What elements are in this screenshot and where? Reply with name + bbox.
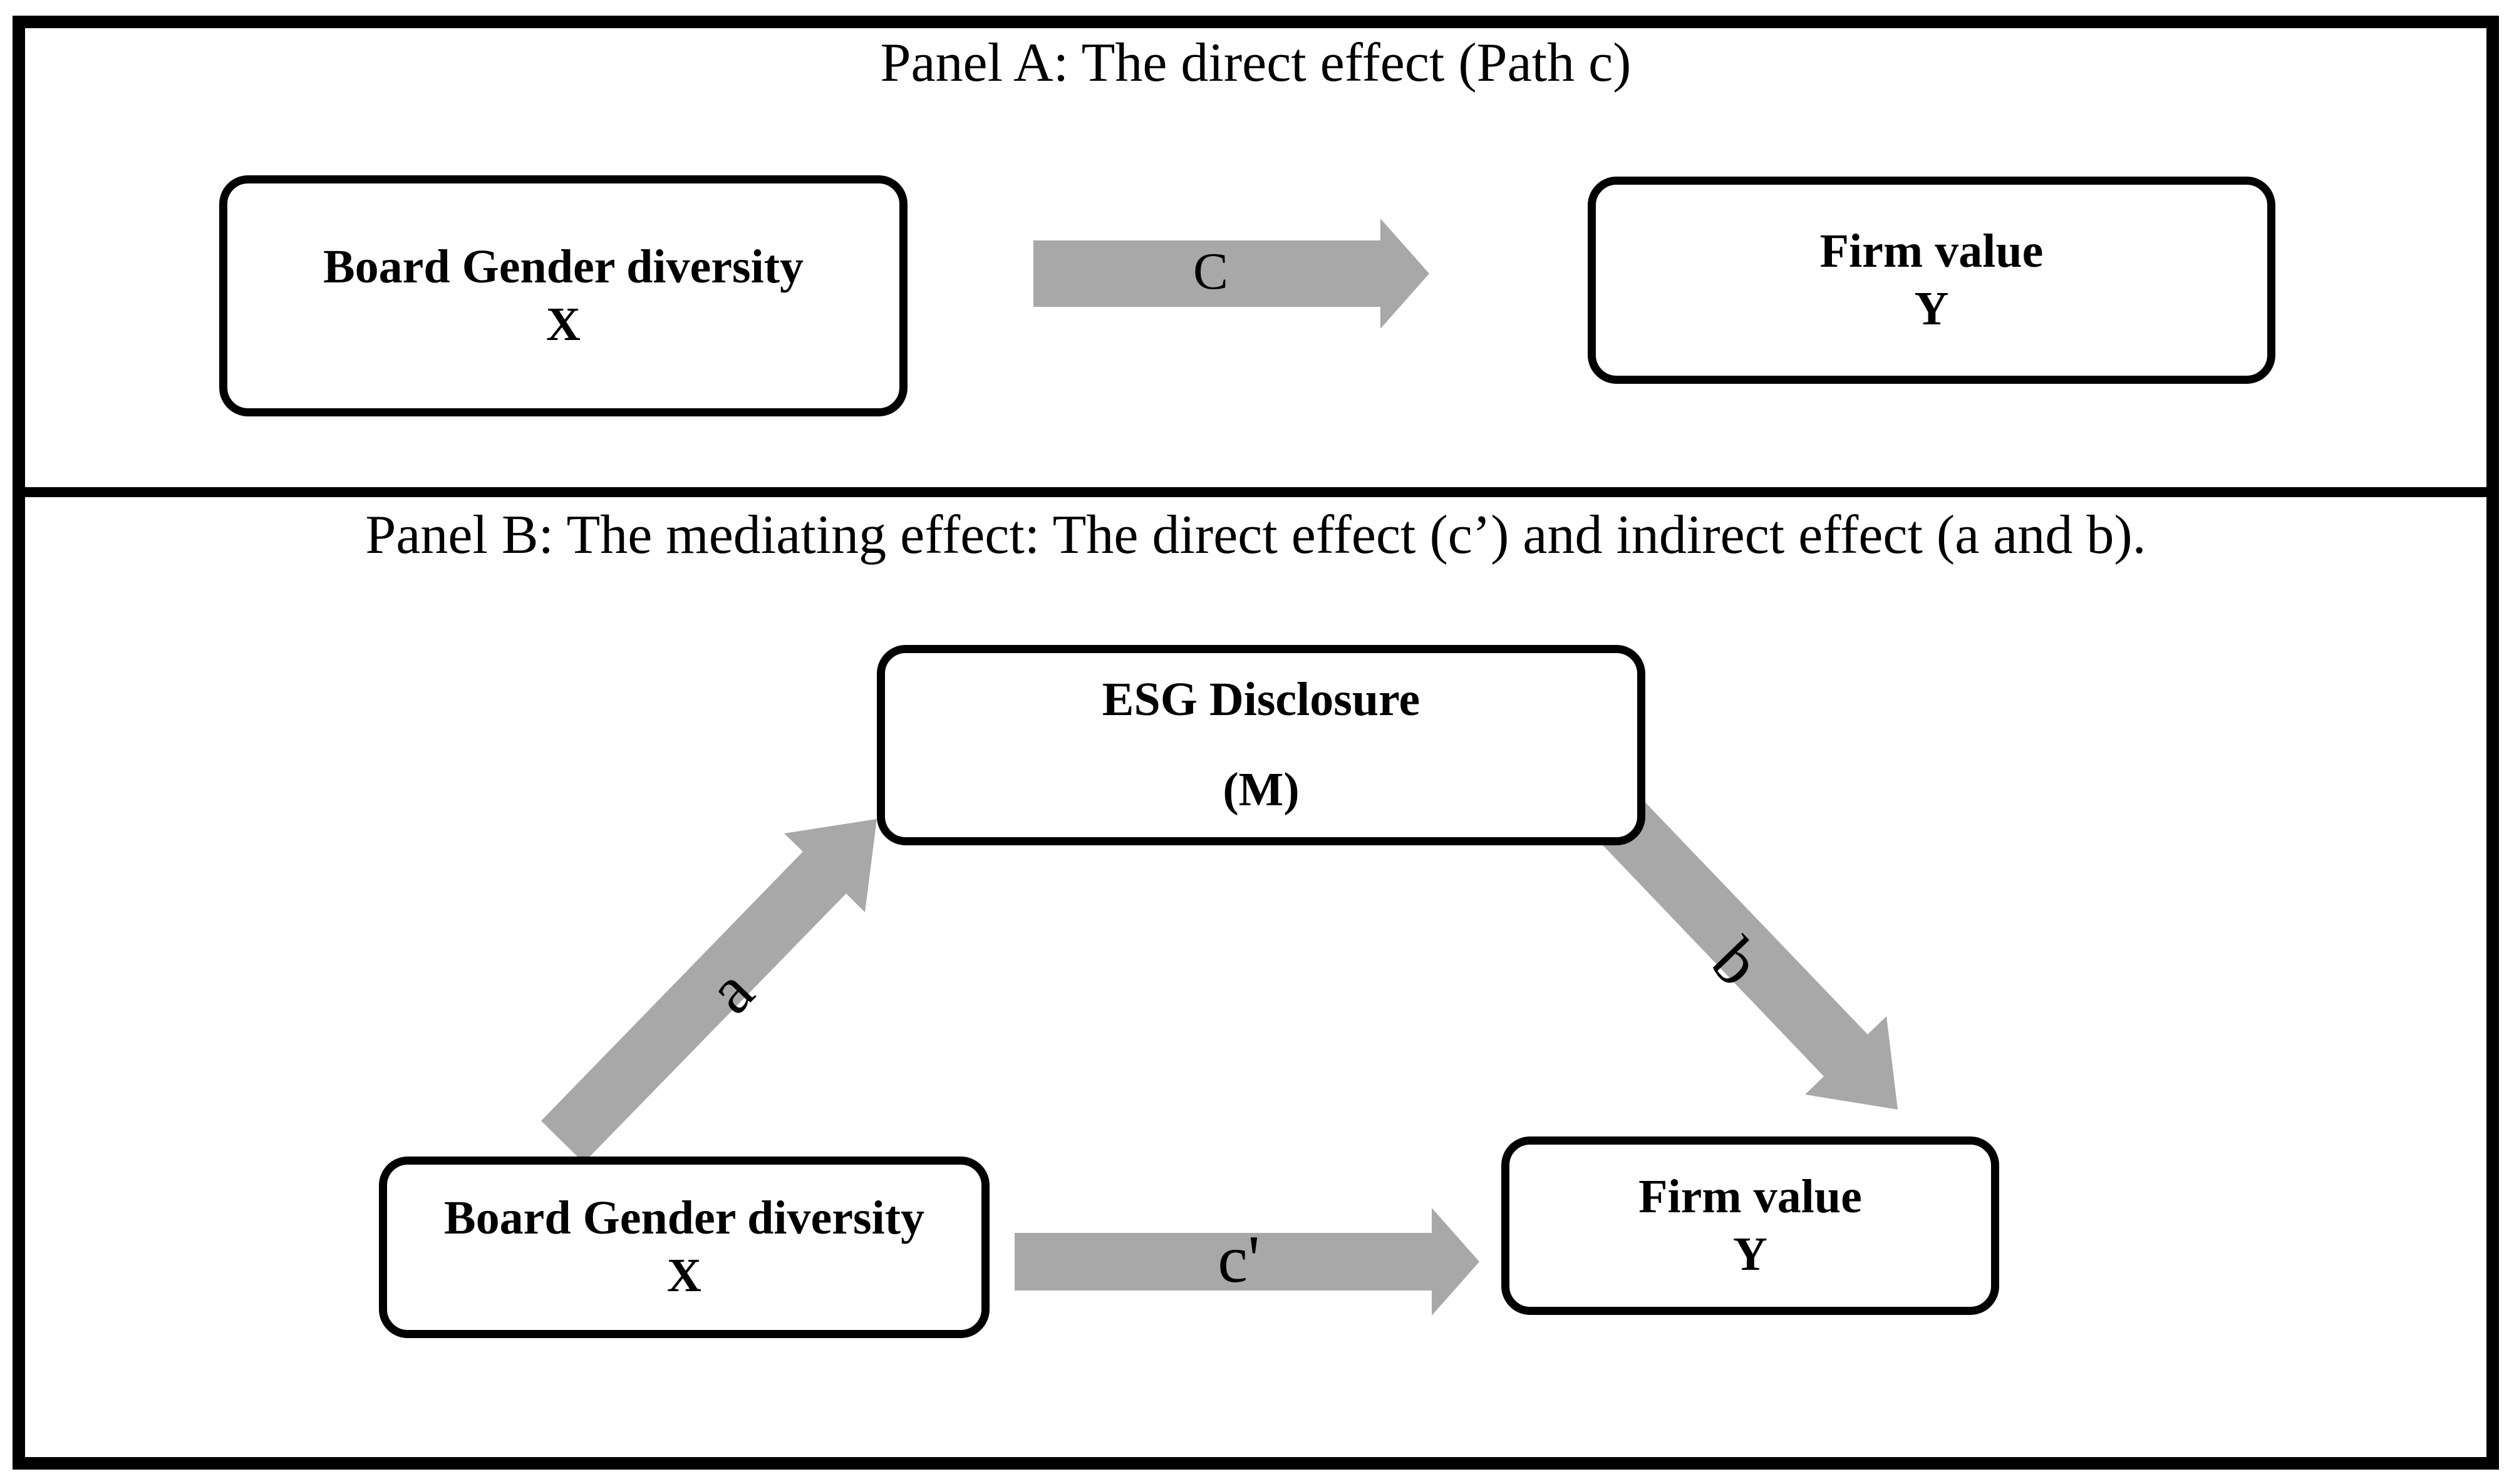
box-variable-letter: Y [1733, 1227, 1767, 1280]
panel-divider-line [13, 487, 2499, 497]
box-label: ESG Disclosure [1102, 673, 1420, 726]
box-label: Board Gender diversity [323, 240, 804, 293]
panel-a-title: Panel A: The direct effect (Path c) [880, 33, 1632, 93]
panel-b-box-board-gender-diversity: Board Gender diversity X [379, 1157, 990, 1338]
panel-a-box-board-gender-diversity: Board Gender diversity X [219, 175, 908, 416]
box-label: Firm value [1819, 224, 2044, 277]
panel-a-box-firm-value: Firm value Y [1588, 177, 2275, 384]
box-variable-letter: X [546, 297, 581, 351]
box-variable-letter: (M) [1223, 763, 1300, 816]
outer-frame [13, 16, 2499, 1470]
path-c-prime-label: c' [1218, 1222, 1260, 1297]
arrow-c-path [1033, 219, 1429, 329]
panel-b-box-firm-value: Firm value Y [1501, 1136, 1999, 1315]
panel-b-title: Panel B: The mediating effect: The direc… [365, 505, 2146, 565]
panel-b-box-esg-disclosure: ESG Disclosure (M) [877, 645, 1645, 845]
box-variable-letter: X [667, 1249, 701, 1302]
arrow-a-path [541, 819, 877, 1163]
arrow-b-path [1566, 765, 1898, 1110]
box-variable-letter: Y [1914, 282, 1949, 335]
box-label: Board Gender diversity [443, 1192, 924, 1245]
box-label: Firm value [1638, 1170, 1862, 1223]
path-c-label: C [1192, 242, 1229, 301]
arrow-c-prime-path [1015, 1208, 1479, 1316]
